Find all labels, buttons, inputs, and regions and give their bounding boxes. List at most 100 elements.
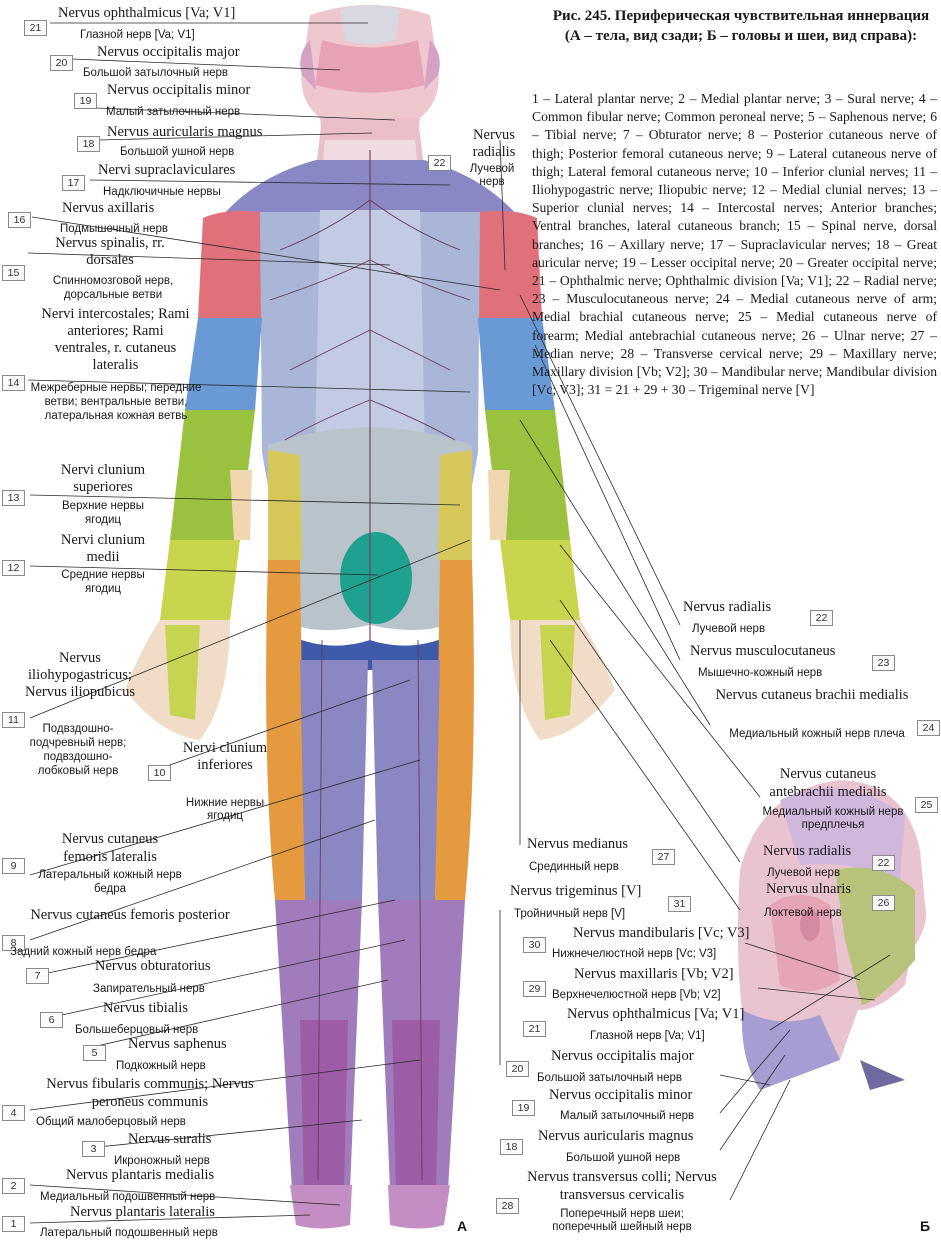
label-latin: Nervus occipitalis major [551, 1048, 694, 1064]
label-latin: Nervus ophthalmicus [Va; V1] [567, 1006, 744, 1022]
label-russian: Запирательный нерв [93, 981, 205, 997]
label-russian: Нижние нервы ягодиц [180, 797, 270, 823]
label-russian: Лучевой нерв [458, 163, 526, 189]
label-russian: Верхние нервы ягодиц [48, 499, 158, 527]
label-russian: Глазной нерв [Va; V1] [80, 27, 195, 43]
label-badge: 3 [82, 1141, 105, 1157]
label-latin: Nervus occipitalis minor [549, 1087, 692, 1103]
label-badge: 17 [62, 175, 85, 191]
label-latin: Nervus ulnaris [766, 881, 851, 897]
label-latin: Nervus ophthalmicus [Va; V1] [58, 5, 235, 21]
label-badge: 1 [2, 1216, 25, 1232]
label-badge: 27 [652, 849, 675, 865]
label-latin: Nervus mandibularis [Vc; V3] [573, 925, 750, 941]
label-latin: Nervus musculocutaneus [690, 643, 835, 659]
label-badge: 5 [83, 1045, 106, 1061]
label-latin: Nervus medianus [527, 836, 628, 852]
label-latin: Nervus cutaneus femoris lateralis [40, 830, 180, 866]
label-badge: 25 [915, 797, 938, 813]
label-badge: 11 [2, 712, 25, 728]
label-russian: Лучевой нерв [692, 621, 765, 637]
label-russian: Большой ушной нерв [566, 1150, 680, 1166]
label-latin: Nervus auricularis magnus [107, 124, 262, 140]
label-latin: Nervi supraclaviculares [98, 162, 235, 178]
label-badge: 30 [523, 937, 546, 953]
label-russian: Спинномозговой нерв, дорсальные ветви [28, 274, 198, 302]
label-russian: Поперечный нерв шеи; поперечный шейный н… [532, 1208, 712, 1234]
label-badge: 29 [523, 981, 546, 997]
label-russian: Мышечно-кожный нерв [698, 665, 822, 681]
label-badge: 7 [26, 968, 49, 984]
label-latin: Nervi clunium superiores [48, 462, 158, 496]
label-russian: Малый затылочный нерв [106, 104, 240, 120]
label-latin: Nervus radialis [683, 599, 771, 615]
label-badge: 19 [74, 93, 97, 109]
label-russian: Общий малоберцовый нерв [36, 1114, 186, 1130]
label-latin: Nervus fibularis communis; Nervus perone… [40, 1075, 260, 1111]
panel-letter-b: Б [920, 1218, 930, 1234]
label-badge: 9 [2, 858, 25, 874]
label-latin: Nervus plantaris medialis [66, 1167, 214, 1183]
label-russian: Большой затылочный нерв [83, 65, 228, 81]
label-latin: Nervus iliohypogastricus; Nervus iliopub… [20, 650, 140, 701]
label-badge: 14 [2, 375, 25, 391]
panel-letter-a: А [457, 1218, 467, 1234]
label-badge: 2 [2, 1178, 25, 1194]
label-latin: Nervus radialis [455, 127, 533, 161]
label-latin: Nervus occipitalis major [97, 44, 240, 60]
label-latin: Nervus trigeminus [V] [510, 883, 641, 899]
label-russian: Медиальный кожный нерв предплечья [758, 806, 908, 832]
label-badge: 21 [24, 20, 47, 36]
label-russian: Тройничный нерв [V] [514, 906, 625, 922]
label-russian: Верхнечелюстной нерв [Vb; V2] [552, 987, 721, 1003]
label-russian: Медиальный подошвенный нерв [40, 1189, 215, 1205]
label-badge: 13 [2, 490, 25, 506]
label-badge: 26 [872, 895, 895, 911]
label-russian: Надключичные нервы [103, 184, 221, 200]
label-russian: Срединный нерв [529, 859, 619, 875]
label-latin: Nervi clunium inferiores [180, 740, 270, 774]
label-latin: Nervus maxillaris [Vb; V2] [574, 966, 734, 982]
label-russian: Подкожный нерв [116, 1058, 206, 1074]
label-badge: 16 [8, 212, 31, 228]
label-badge: 6 [40, 1012, 63, 1028]
label-latin: Nervus cutaneus antebrachii medialis [748, 765, 908, 801]
label-russian: Нижнечелюстной нерв [Vc; V3] [552, 946, 716, 962]
label-russian: Большой ушной нерв [120, 144, 234, 160]
label-badge: 19 [512, 1100, 535, 1116]
label-latin: Nervus cutaneus femoris posterior [30, 906, 230, 924]
label-russian: Латеральный кожный нерв бедра [30, 868, 190, 896]
label-latin: Nervi intercostales; Rami anteriores; Ra… [38, 306, 193, 374]
label-latin: Nervus occipitalis minor [107, 82, 250, 98]
label-latin: Nervus radialis [763, 843, 851, 859]
label-russian: Латеральный подошвенный нерв [40, 1225, 218, 1241]
figure-title: Рис. 245. Периферическая чувствительная … [545, 6, 937, 46]
label-russian: Глазной нерв [Va; V1] [590, 1028, 705, 1044]
label-latin: Nervus suralis [128, 1131, 211, 1147]
label-latin: Nervus transversus colli; Nervus transve… [522, 1168, 722, 1204]
label-russian: Лучевой нерв [767, 865, 840, 881]
label-badge: 31 [668, 896, 691, 912]
label-russian: Медиальный кожный нерв плеча [722, 728, 912, 741]
label-russian: Локтевой нерв [764, 905, 842, 921]
label-badge: 22 [428, 155, 451, 171]
label-badge: 22 [872, 855, 895, 871]
label-russian: Малый затылочный нерв [560, 1108, 694, 1124]
label-badge: 21 [523, 1021, 546, 1037]
label-badge: 12 [2, 560, 25, 576]
label-badge: 28 [496, 1198, 519, 1214]
label-badge: 22 [810, 610, 833, 626]
label-russian: Подвздошно-подчревный нерв; подвздошно-л… [28, 722, 128, 778]
label-badge: 15 [2, 265, 25, 281]
label-badge: 20 [50, 55, 73, 71]
label-badge: 24 [917, 720, 940, 736]
label-latin: Nervus spinalis, rr. dorsales [40, 235, 180, 269]
label-badge: 23 [872, 655, 895, 671]
label-latin: Nervus axillaris [62, 200, 154, 216]
label-latin: Nervus cutaneus brachii medialis [712, 686, 912, 704]
label-badge: 18 [500, 1139, 523, 1155]
label-badge: 18 [77, 136, 100, 152]
label-russian: Межреберные нервы; передние ветви; вентр… [26, 381, 206, 423]
label-latin: Nervus tibialis [103, 1000, 188, 1016]
